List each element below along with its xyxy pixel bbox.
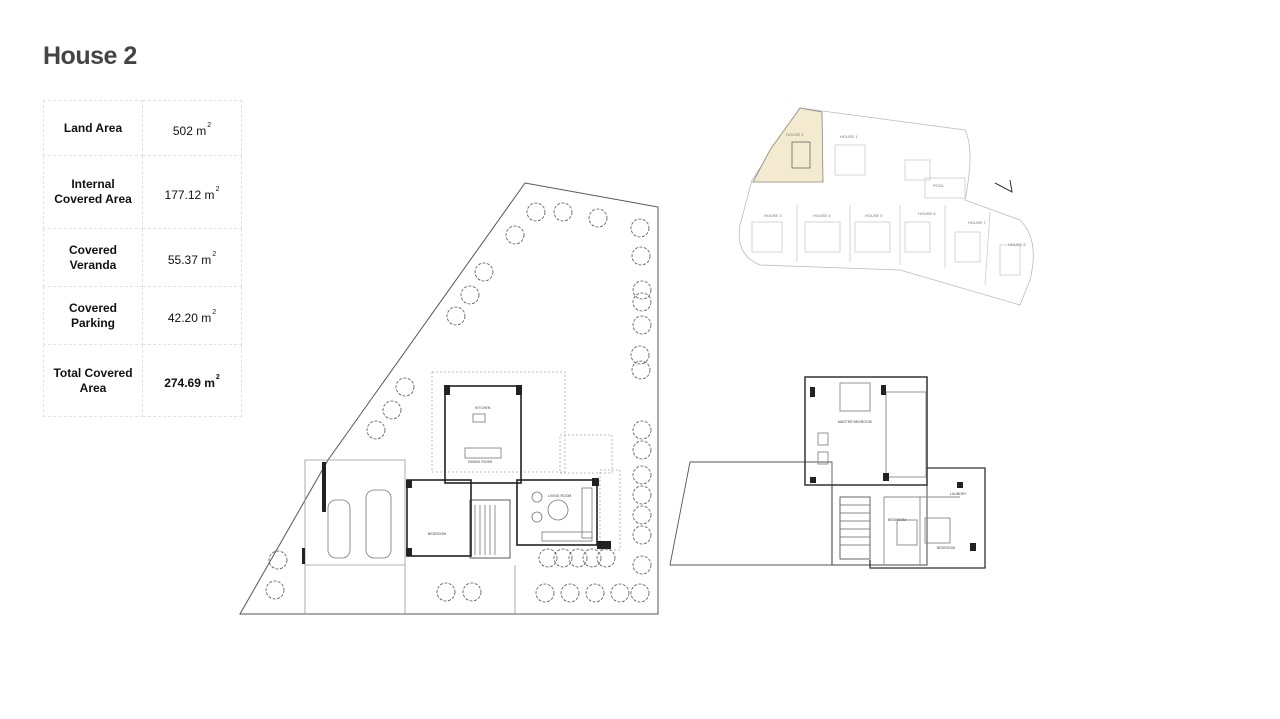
- site-plan: HOUSE 2 HOUSE 1 POOL HOUSE 3 HOUSE 4 HOU…: [738, 107, 1034, 306]
- tree-icon: [366, 420, 386, 440]
- site-label-house-3: HOUSE 3: [764, 213, 782, 218]
- site-label-house-2: HOUSE 2: [786, 132, 804, 137]
- tree-icon: [632, 315, 652, 335]
- area-value: 177.12 m2: [142, 155, 242, 229]
- site-label-house-8: HOUSE 8: [1008, 242, 1026, 247]
- page-title: House 2: [43, 42, 137, 70]
- tree-icon: [632, 555, 652, 575]
- tree-icon: [382, 400, 402, 420]
- area-value: 42.20 m2: [142, 286, 242, 345]
- tree-icon: [582, 548, 602, 568]
- tree-icon: [462, 582, 482, 602]
- living-room: [516, 479, 598, 546]
- tree-icon: [632, 420, 652, 440]
- area-value: 502 m2: [142, 100, 242, 156]
- tree-icon: [568, 548, 588, 568]
- room-label-bedroom: BEDROOM: [428, 532, 446, 536]
- site-label-house-5: HOUSE 5: [865, 213, 883, 218]
- tree-icon: [588, 208, 608, 228]
- tree-icon: [553, 202, 573, 222]
- tree-icon: [268, 550, 288, 570]
- tree-icon: [632, 525, 652, 545]
- tree-icon: [630, 218, 650, 238]
- room-label-bedroom-3: BEDROOM: [937, 546, 955, 550]
- table-row: Covered Parking 42.20 m2: [43, 286, 242, 345]
- tree-icon: [535, 583, 555, 603]
- tree-icon: [632, 505, 652, 525]
- north-arrow-icon: [994, 179, 1013, 193]
- tree-icon: [632, 485, 652, 505]
- room-label-laundry: LAUNDRY: [950, 492, 967, 496]
- tree-icon: [596, 548, 616, 568]
- area-label: Covered Parking: [43, 286, 143, 345]
- tree-icon: [632, 280, 652, 300]
- tree-icon: [630, 583, 650, 603]
- room-label-master-bedroom: MASTER BEDROOM: [838, 420, 872, 424]
- site-label-house-6: HOUSE 6: [918, 211, 936, 216]
- tree-icon: [526, 202, 546, 222]
- tree-icon: [610, 583, 630, 603]
- bedroom: [406, 479, 472, 557]
- table-row: Land Area 502 m2: [43, 100, 242, 156]
- room-label-living: LIVING ROOM: [548, 494, 571, 498]
- tree-icon: [585, 583, 605, 603]
- parking-area: [304, 459, 406, 614]
- tree-icon: [505, 225, 525, 245]
- tree-icon: [265, 580, 285, 600]
- area-label: Total Covered Area: [43, 344, 143, 417]
- tree-icon: [630, 345, 650, 365]
- tree-icon: [631, 246, 651, 266]
- veranda-grid: [431, 371, 566, 473]
- tree-icon: [446, 306, 466, 326]
- ground-floor-plan: KITCHEN DINING ROOM LIVING ROOM BEDROOM: [239, 182, 659, 615]
- room-label-dining: DINING ROOM: [468, 460, 492, 464]
- first-floor-plan: MASTER BEDROOM LAUNDRY BEDROOM BEDROOM: [669, 376, 986, 569]
- car-1: [327, 499, 351, 559]
- tree-icon: [632, 465, 652, 485]
- tree-icon: [538, 548, 558, 568]
- area-label: Internal Covered Area: [43, 155, 143, 229]
- room-label-kitchen: KITCHEN: [475, 406, 491, 410]
- tree-icon: [460, 285, 480, 305]
- site-label-house-1: HOUSE 1: [840, 134, 858, 139]
- tree-icon: [632, 292, 652, 312]
- tree-icon: [632, 440, 652, 460]
- tree-icon: [395, 377, 415, 397]
- site-label-house-4: HOUSE 4: [813, 213, 831, 218]
- site-label-house-7: HOUSE 7: [968, 220, 986, 225]
- tree-icon: [436, 582, 456, 602]
- table-row: Total Covered Area 274.69 m2: [43, 344, 242, 417]
- tree-icon: [474, 262, 494, 282]
- tree-icon: [553, 548, 573, 568]
- tree-icons: [265, 202, 652, 603]
- tree-icon: [631, 360, 651, 380]
- tree-icon: [560, 583, 580, 603]
- site-label-pool: POOL: [933, 183, 945, 188]
- room-label-bedroom-2: BEDROOM: [888, 518, 906, 522]
- area-table: Land Area 502 m2 Internal Covered Area 1…: [43, 100, 242, 417]
- kitchen-dining: [444, 385, 522, 484]
- roof-terrace: [669, 461, 833, 566]
- area-value: 274.69 m2: [142, 344, 242, 417]
- area-label: Land Area: [43, 100, 143, 156]
- house-2-highlight: [752, 107, 824, 183]
- plot-boundary: [239, 182, 659, 615]
- table-row: Internal Covered Area 177.12 m2: [43, 155, 242, 229]
- car-2: [365, 489, 392, 559]
